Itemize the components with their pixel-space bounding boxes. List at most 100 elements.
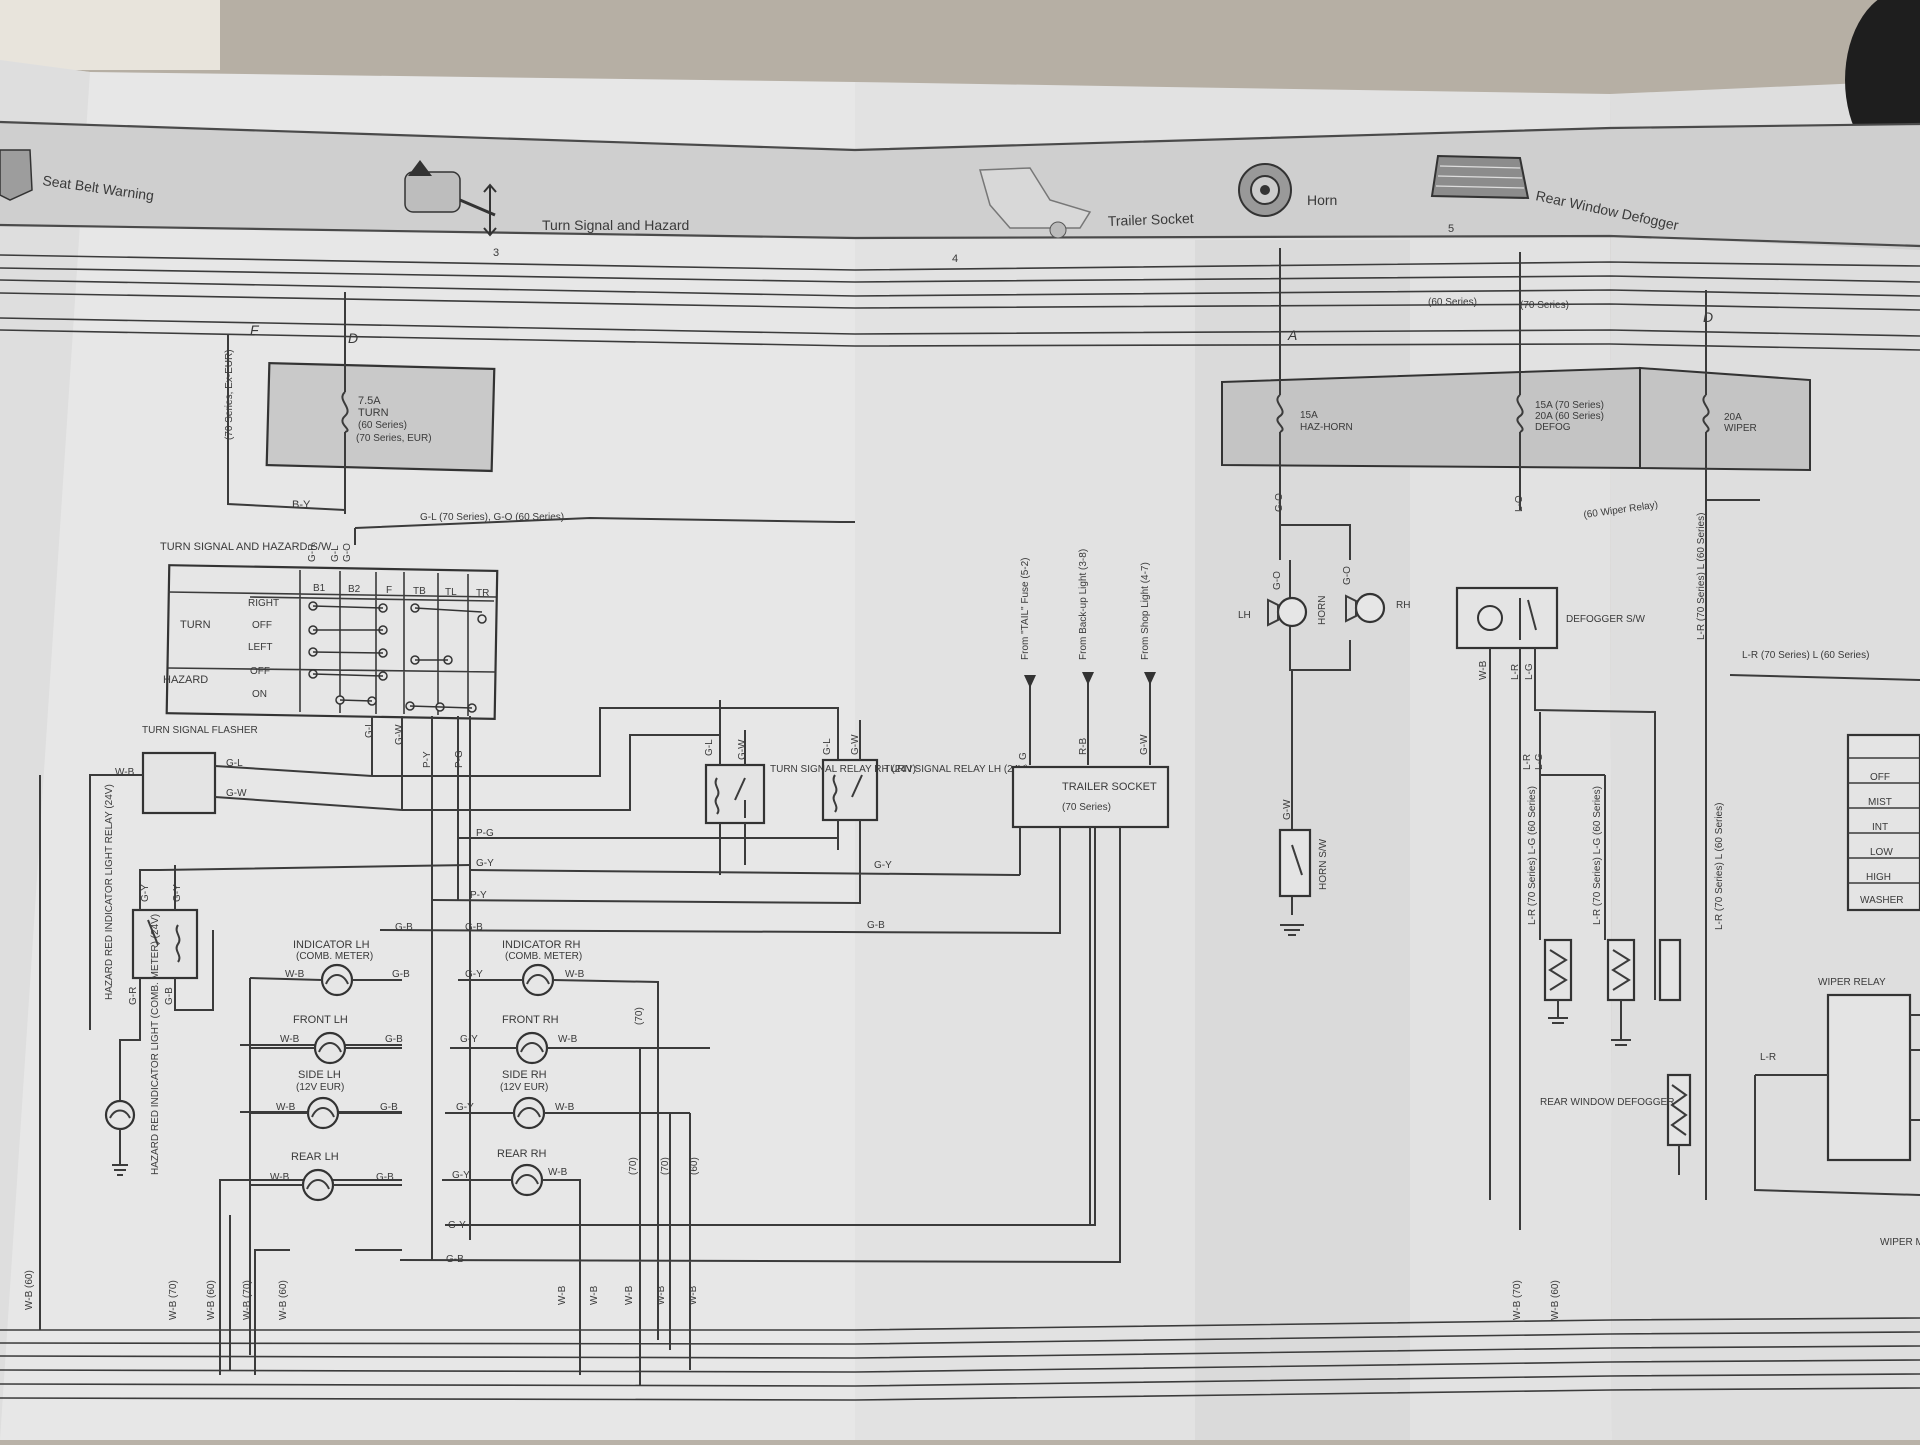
- wire-label-gl-lh: G-L: [822, 738, 833, 755]
- wire-label-gl-sw: G-L: [330, 545, 341, 562]
- horn-switch-label: HORN S/W: [1318, 838, 1329, 890]
- wire-label-gy: G-Y: [476, 858, 494, 869]
- switch-col-tl: TL: [445, 587, 457, 598]
- wire-wb-rear-lh: W-B: [270, 1172, 290, 1183]
- wire-label-gl-fl: G-L: [226, 758, 243, 769]
- wiper-mode-off: OFF: [1870, 772, 1890, 783]
- relay-interconnects: [372, 707, 1021, 905]
- wire-lr-defog2: L-R: [1522, 754, 1533, 770]
- wire-lg-defog2: L-G: [1534, 753, 1545, 770]
- trailer-feed-arrows: [1024, 672, 1156, 688]
- lamp-side-rh-label: SIDE RH: [502, 1069, 547, 1081]
- wire-label-py: P-Y: [470, 890, 487, 901]
- wire-label-gw-out: G-W: [394, 724, 405, 745]
- wire-wb-side-rh: W-B: [555, 1102, 575, 1113]
- section-number-4: 4: [952, 253, 958, 265]
- wire-go-horn: G-O: [1274, 493, 1285, 512]
- turn-signal-title: Turn Signal and Hazard: [542, 217, 689, 233]
- wire-gw-horn: G-W: [1282, 799, 1293, 820]
- lamp-ind-lh-sub: (COMB. METER): [296, 951, 373, 962]
- wiper-relay-box: [1826, 993, 1912, 1162]
- bottom-wb-3: W-B (60): [206, 1280, 217, 1320]
- rear-defogger-label: REAR WINDOW DEFOGGER: [1540, 1097, 1674, 1108]
- flasher-label: TURN SIGNAL FLASHER: [142, 725, 258, 736]
- wiper-lr-note3: L-R (70 Series) L (60 Series): [1714, 803, 1725, 930]
- turn-fuse-symbol: [341, 391, 349, 433]
- wire-lr-wiper: L-R: [1760, 1052, 1776, 1063]
- relay-rh-box: [704, 763, 766, 825]
- wiper-relay-label: WIPER RELAY: [1818, 977, 1886, 988]
- lamp-side-lh: [306, 1096, 340, 1130]
- defogger-switch-box: [1455, 586, 1559, 650]
- lamp-rear-rh: [510, 1163, 544, 1197]
- section-number-3: 3: [493, 247, 499, 259]
- wire-label-gy-hz2: G-Y: [172, 884, 183, 902]
- defogger-grounds: [1548, 1000, 1680, 1175]
- wire-label-gy-hz: G-Y: [140, 884, 151, 902]
- lamp-rear-lh: [301, 1168, 335, 1202]
- switch-col-f: F: [386, 585, 392, 596]
- wiper-lr-note2: L-R (70 Series) L (60 Series): [1742, 650, 1869, 661]
- horn-title: Horn: [1307, 192, 1337, 208]
- ref-letter-f: F: [250, 322, 260, 338]
- defogger-zigzags: [1548, 949, 1688, 1136]
- defogger-wiring: [1489, 648, 1656, 1230]
- hazard-relay-label: HAZARD RED INDICATOR LIGHT RELAY (24V): [104, 784, 115, 1000]
- wire-go-rh: G-O: [1342, 566, 1353, 585]
- turn-fuse-rating: 7.5A: [358, 395, 381, 407]
- switch-row-left: LEFT: [248, 642, 272, 653]
- turn-fuse-note2: (70 Series, EUR): [356, 433, 432, 444]
- switch-group-hazard: HAZARD: [163, 674, 208, 686]
- wire-label-py-out: P-Y: [422, 751, 433, 768]
- series70-top: (70 Series): [1520, 300, 1569, 311]
- rear-window-icon: [1430, 154, 1530, 200]
- wiper-mode-int: INT: [1872, 822, 1888, 833]
- wire-label-by: B-Y: [292, 499, 311, 511]
- right-fuse-wires: [1279, 248, 1707, 1200]
- right-fuse-symbols: [1276, 394, 1710, 433]
- wire-gy-side-rh: G-Y: [456, 1102, 474, 1113]
- series-tag-3: (70): [660, 1157, 671, 1175]
- ref-letter-a: A: [1287, 327, 1297, 343]
- wire-note-gl: G-L (70 Series), G-O (60 Series): [420, 512, 564, 523]
- wiper-switch-panel: [1846, 733, 1920, 912]
- wiper-relay-wiring: [1754, 1014, 1920, 1196]
- horn-lh-label: LH: [1238, 610, 1251, 621]
- wire-wb-ind-rh: W-B: [565, 969, 585, 980]
- turn-signal-switch-icon: [404, 160, 497, 237]
- wire-label-gl-rh: G-L: [704, 739, 715, 756]
- defogger-switch-contact: [1519, 598, 1537, 640]
- trailer-socket-title: Trailer Socket: [1108, 210, 1194, 229]
- header-rule: [0, 223, 1920, 248]
- wire-label-gb-mid: G-B: [867, 920, 885, 931]
- wire-label-wb-fl: W-B: [115, 767, 135, 778]
- trailer-icon: [979, 167, 1092, 239]
- wire-label-gb-l: G-B: [395, 922, 413, 933]
- bottom-wb-12: W-B (60): [1550, 1280, 1561, 1320]
- trailer-socket-note: (70 Series): [1062, 802, 1111, 813]
- horn-rh-label: RH: [1396, 600, 1410, 611]
- wire-label-gr-hz: G-R: [128, 987, 139, 1005]
- lamp-front-lh-label: FRONT LH: [293, 1014, 348, 1026]
- wire-go-lh: G-O: [1272, 571, 1283, 590]
- wiper-mode-mist: MIST: [1868, 797, 1892, 808]
- relay-lh-symbol: [832, 774, 863, 813]
- switch-contacts: [308, 601, 487, 713]
- relay-pins: [719, 700, 861, 875]
- bottom-wb-4: W-B (70): [242, 1280, 253, 1320]
- wire-label-gw-fl: G-W: [226, 788, 247, 799]
- turn-fuse-note1: (60 Series): [358, 420, 407, 431]
- trailer-socket-outputs: [1019, 827, 1121, 1262]
- wiper-mode-washer: WASHER: [1860, 895, 1904, 906]
- sheet-edge-fold: [0, 60, 90, 1440]
- trailer-socket-label: TRAILER SOCKET: [1062, 781, 1157, 793]
- wire-rb-trailer: R-B: [1078, 737, 1089, 755]
- wiper-mode-low: LOW: [1870, 847, 1893, 858]
- wiper-feed: [1705, 499, 1760, 520]
- wire-gb-side-lh: G-B: [380, 1102, 398, 1113]
- sheet-left: [0, 60, 855, 1440]
- wire-gb-ind-lh: G-B: [392, 969, 410, 980]
- bottom-wb-9: W-B: [656, 1285, 667, 1305]
- hazard-indicator-lamp: [104, 1099, 136, 1131]
